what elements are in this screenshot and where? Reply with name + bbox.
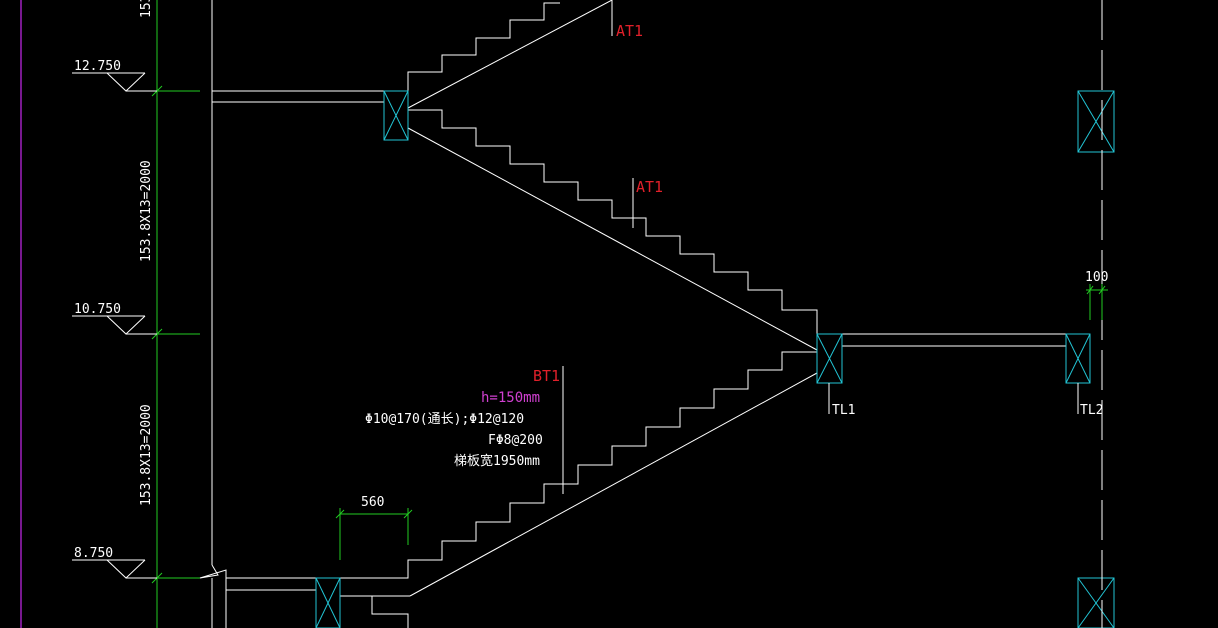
stair-flight-at1-middle (407, 109, 818, 351)
bt1-width-note: 梯板宽1950mm (454, 453, 540, 469)
label-tl1: TL1 (832, 403, 855, 418)
stair-flight-at1-upper (407, 0, 613, 109)
bt1-rebar-dist-note: FΦ8@200 (488, 433, 543, 448)
dim-text-vertical-mid: 153.8X13=2000 (139, 160, 154, 262)
dim-text-560: 560 (361, 495, 384, 510)
elevation-label: 10.750 (74, 302, 121, 317)
dim-text-vertical-top: 153.8 (139, 0, 154, 18)
elevation-label: 8.750 (74, 546, 113, 561)
dimension-100 (1086, 284, 1108, 320)
beam-bottom-left (315, 577, 341, 628)
bt1-thickness-note: h=150mm (481, 390, 540, 406)
dimension-560 (335, 508, 413, 560)
beam-tl2 (1065, 333, 1091, 384)
label-leaders (562, 0, 1079, 494)
beam-right-bottom (1077, 577, 1115, 628)
label-at1-top: AT1 (616, 22, 643, 40)
bt1-rebar-main-note: Φ10@170(通长);Φ12@120 (365, 412, 524, 427)
dim-text-vertical-low: 153.8X13=2000 (139, 404, 154, 506)
landing-slab-top (212, 90, 384, 103)
beam-tl1 (816, 333, 843, 384)
vertical-dimension-chain (150, 0, 200, 628)
label-bt1: BT1 (533, 367, 560, 385)
landing-slab-right (842, 333, 1066, 347)
landing-slab-bottom (226, 577, 316, 591)
elevation-marker-1275 (72, 72, 157, 92)
dim-text-100: 100 (1085, 270, 1108, 285)
elevation-marker-1075 (72, 315, 157, 335)
wall-line (199, 0, 227, 628)
elevation-marker-875 (72, 559, 157, 579)
beam-top-left (383, 90, 409, 141)
label-tl2: TL2 (1080, 403, 1103, 418)
beam-right-top (1077, 90, 1115, 153)
elevation-label: 12.750 (74, 59, 121, 74)
label-at1-mid: AT1 (636, 178, 663, 196)
stair-flight-bt1 (340, 351, 818, 628)
